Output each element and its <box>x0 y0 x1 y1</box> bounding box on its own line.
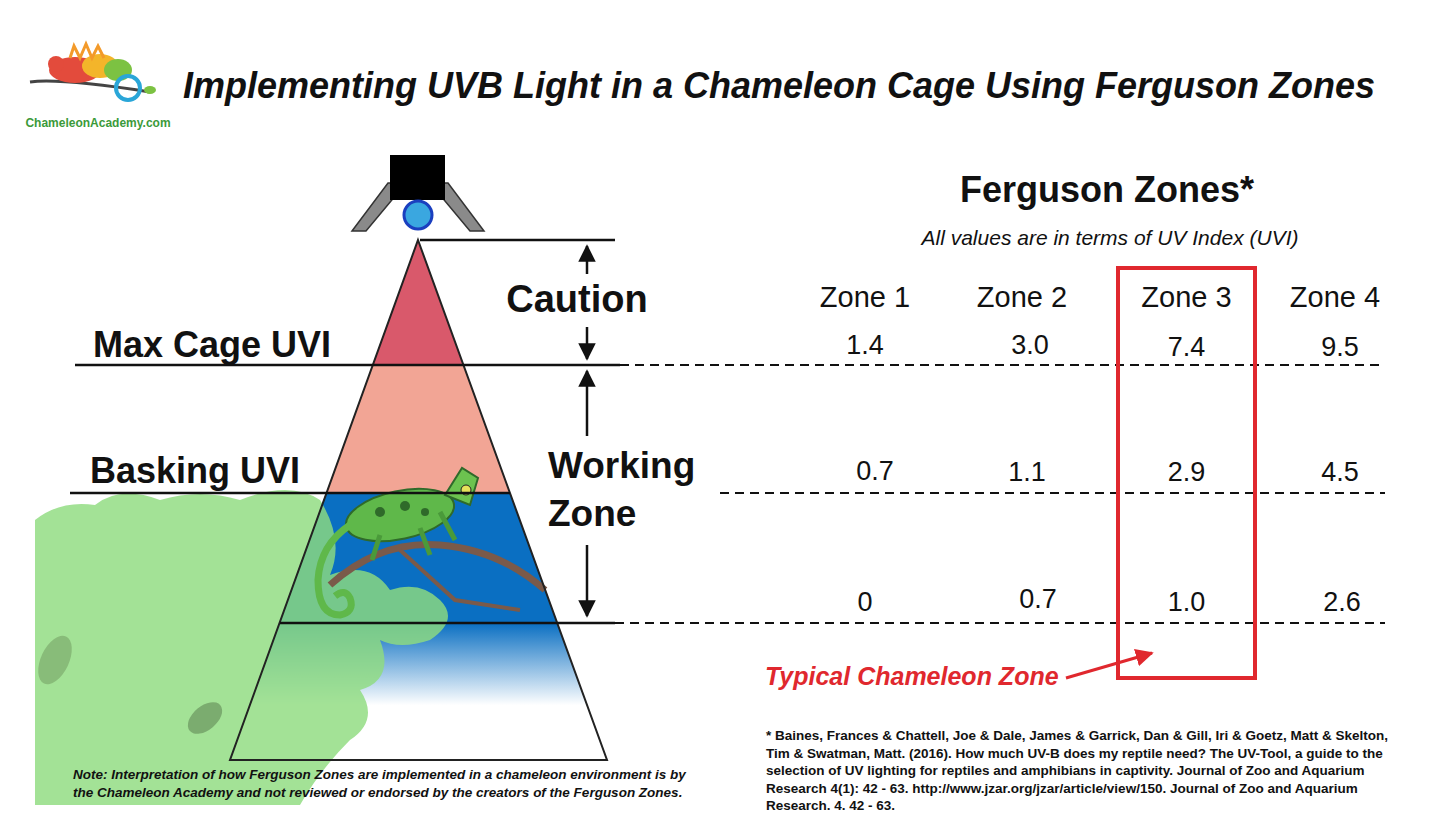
table-cell: 2.9 <box>1168 457 1206 488</box>
logo-chameleon <box>30 44 156 100</box>
table-cell: 4.5 <box>1321 457 1359 488</box>
column-header: Zone 1 <box>820 281 910 314</box>
zone-label: Caution <box>506 278 647 322</box>
page-title: Implementing UVB Light in a Chameleon Ca… <box>183 65 1375 106</box>
callout-arrow <box>1066 653 1152 678</box>
zone-label: Working Zone <box>548 442 718 538</box>
column-header: Zone 2 <box>977 281 1067 314</box>
level-label: Max Cage UVI <box>93 324 331 365</box>
callout-text: Typical Chameleon Zone <box>765 662 1059 691</box>
table-cell: 3.0 <box>1011 330 1049 361</box>
table-cell: 1.1 <box>1008 457 1046 488</box>
table-cell: 0.7 <box>1019 584 1057 615</box>
level-label: Basking UVI <box>90 450 300 491</box>
table-cell: 9.5 <box>1321 332 1359 363</box>
citation-text: * Baines, Frances & Chattell, Joe & Dale… <box>766 727 1406 815</box>
column-header: Zone 4 <box>1290 281 1380 314</box>
table-heading: Ferguson Zones* <box>960 169 1254 210</box>
chameleon <box>318 468 545 615</box>
table-cell: 0 <box>857 587 872 618</box>
logo-text: ChameleonAcademy.com <box>25 117 170 131</box>
table-cell: 1.4 <box>846 330 884 361</box>
table-cell: 7.4 <box>1168 332 1206 363</box>
table-cell: 2.6 <box>1323 587 1361 618</box>
note-text: Note: Interpretation of how Ferguson Zon… <box>73 766 698 801</box>
table-subheading: All values are in terms of UV Index (UVI… <box>922 226 1299 250</box>
column-header: Zone 3 <box>1141 281 1231 314</box>
dashed-row-lines <box>615 365 1385 623</box>
highlight-column: Zone 3 7.4 2.9 1.0 <box>1116 266 1257 680</box>
table-cell: 0.7 <box>856 456 894 487</box>
uvb-lamp <box>352 155 484 231</box>
table-cell: 1.0 <box>1168 587 1206 618</box>
